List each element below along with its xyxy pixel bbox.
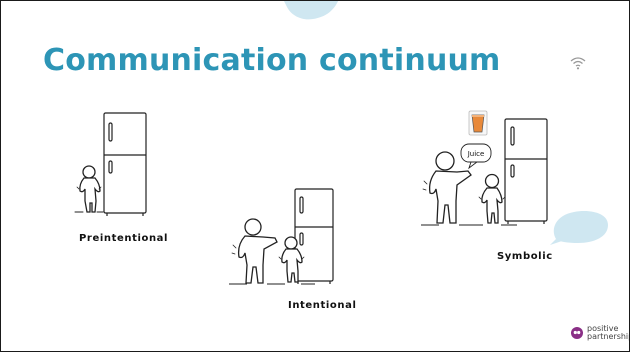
logo-mark-icon <box>571 327 583 339</box>
stage-label-symbolic: Symbolic <box>497 251 553 262</box>
juice-glass-icon <box>468 110 488 136</box>
logo-text-line1: positive <box>587 324 619 333</box>
decorative-blob-top <box>284 1 339 20</box>
symbolic-illustration: Juice <box>421 110 548 226</box>
adult-figure-icon <box>231 218 278 284</box>
fridge-icon <box>294 188 334 284</box>
child-figure-icon <box>74 165 104 213</box>
logo-text-line2: partnerships <box>587 332 629 341</box>
preintentional-illustration <box>74 112 147 216</box>
speech-bubble-text: Juice <box>467 150 485 158</box>
decorative-blob-right <box>550 211 608 245</box>
speech-bubble <box>460 143 492 170</box>
stage-label-intentional: Intentional <box>288 300 357 311</box>
child-figure-icon <box>478 173 506 224</box>
slide-title: Communication continuum <box>43 43 501 78</box>
adult-figure-icon <box>422 151 472 224</box>
wifi-icon <box>570 57 586 70</box>
fridge-icon <box>103 112 147 216</box>
intentional-illustration <box>229 188 334 285</box>
child-figure-icon <box>278 236 305 283</box>
fridge-icon <box>504 118 548 224</box>
positive-partnerships-logo: positive partnerships <box>571 324 629 341</box>
stage-label-preintentional: Preintentional <box>79 233 169 244</box>
